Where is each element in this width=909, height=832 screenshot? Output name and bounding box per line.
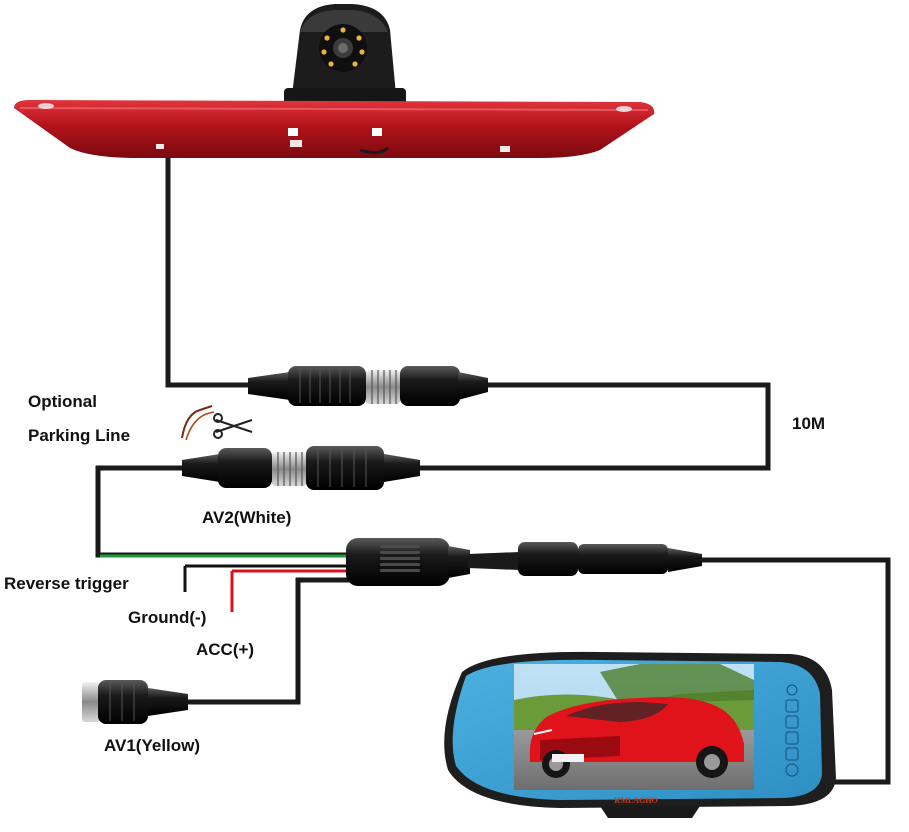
mirror-monitor xyxy=(444,651,836,818)
power-icon xyxy=(785,763,799,777)
acc-label: ACC(+) xyxy=(196,640,255,659)
y-splitter xyxy=(346,538,702,586)
optional-label: Optional xyxy=(28,392,97,411)
power-wires xyxy=(100,554,350,612)
monitor-brand: KMLAGHO xyxy=(614,796,658,805)
scissors-icon xyxy=(213,413,253,439)
cable-length-label: 10M xyxy=(792,414,826,433)
av2-label: AV2(White) xyxy=(202,508,292,527)
reverse-trigger-label: Reverse trigger xyxy=(4,574,129,593)
camera-connector xyxy=(248,366,488,406)
ground-label: Ground(-) xyxy=(128,608,207,627)
brake-light-camera xyxy=(14,4,655,158)
car-image xyxy=(529,697,744,778)
cable-routes xyxy=(93,147,893,787)
av2-connector xyxy=(182,446,420,490)
av1-label: AV1(Yellow) xyxy=(104,736,201,755)
monitor-buttons xyxy=(785,684,799,777)
av1-connector xyxy=(82,680,188,724)
parking-line-wire xyxy=(181,405,215,441)
parking-line-label: Parking Line xyxy=(28,426,131,445)
